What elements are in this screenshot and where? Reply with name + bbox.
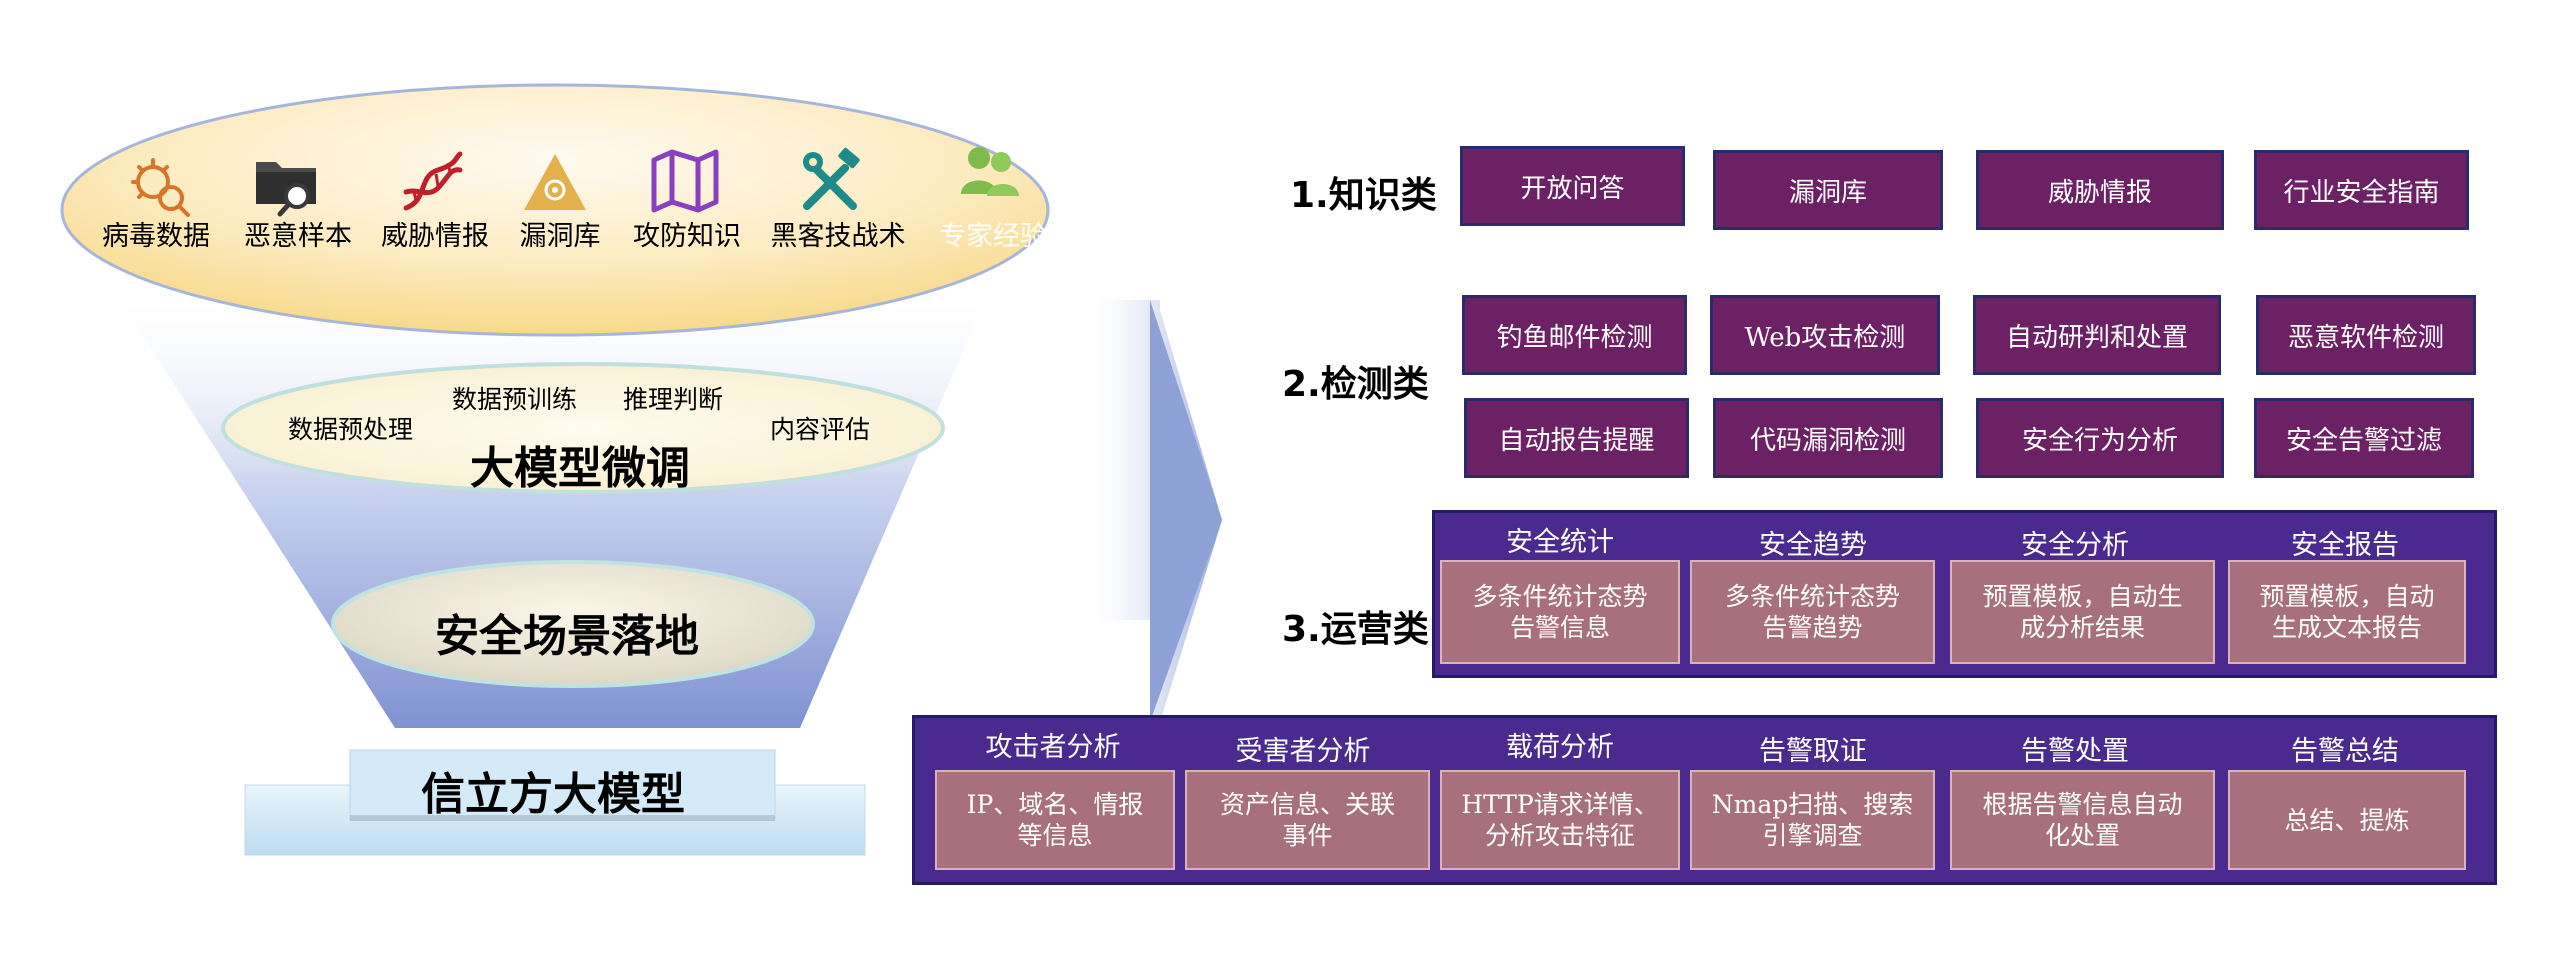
analysis-box-summary: 总结、提炼 (2228, 770, 2466, 870)
detection-item-auto-report: 自动报告提醒 (1464, 398, 1689, 478)
step-content-eval: 内容评估 (770, 415, 871, 444)
analysis-box-attacker: IP、域名、情报等信息 (935, 770, 1175, 870)
analysis-box-forensics-line2: 引擎调查 (1762, 821, 1863, 850)
ops-box-stats-line1: 多条件统计态势 (1472, 582, 1648, 611)
knowledge-item-threat-intel: 威胁情报 (1976, 150, 2224, 230)
ops-box-report: 预置模板，自动生成文本报告 (2228, 560, 2466, 664)
base-model-title: 信立方大模型 (421, 769, 685, 820)
ops-col-title-trend: 安全趋势 (1759, 530, 1867, 561)
analysis-col-title-summary: 告警总结 (2291, 736, 2399, 767)
virus-magnifier-icon (131, 158, 190, 217)
ops-box-stats: 多条件统计态势告警信息 (1440, 560, 1680, 664)
analysis-box-disposal-line2: 化处置 (2044, 821, 2120, 850)
analysis-box-attacker-line1: IP、域名、情报 (966, 790, 1144, 819)
knowledge-item-vuln-db: 漏洞库 (1713, 150, 1943, 230)
analysis-box-payload: HTTP请求详情、分析攻击特征 (1440, 770, 1680, 870)
source-label-expert-exp: 专家经验 (939, 221, 1047, 252)
users-icon (961, 147, 1019, 196)
ops-box-trend: 多条件统计态势告警趋势 (1690, 560, 1935, 664)
analysis-col-title-payload: 载荷分析 (1506, 732, 1614, 763)
ops-box-analysis: 预置模板，自动生成分析结果 (1950, 560, 2215, 664)
source-label-threat-intel: 威胁情报 (381, 221, 489, 252)
source-label-malware-samples: 恶意样本 (244, 221, 352, 252)
finetune-title: 大模型微调 (470, 443, 690, 494)
analysis-box-disposal: 根据告警信息自动化处置 (1950, 770, 2215, 870)
analysis-box-summary-line1: 总结、提炼 (2284, 805, 2410, 835)
category-label-knowledge: 1.知识类 (1290, 175, 1437, 216)
analysis-box-victim-line2: 事件 (1282, 821, 1333, 850)
analysis-box-forensics-line1: Nmap扫描、搜索 (1711, 790, 1914, 819)
ops-col-title-report: 安全报告 (2291, 530, 2399, 561)
knowledge-item-open-qa: 开放问答 (1460, 146, 1685, 226)
analysis-box-payload-line2: 分析攻击特征 (1484, 821, 1635, 850)
source-label-hacker-ttp: 黑客技战术 (770, 221, 906, 252)
ops-col-title-stats: 安全统计 (1506, 527, 1614, 558)
ops-box-stats-line2: 告警信息 (1509, 613, 1610, 642)
step-data-pretrain: 数据预训练 (452, 385, 578, 414)
ops-box-analysis-line2: 成分析结果 (2019, 613, 2145, 642)
ops-box-trend-line1: 多条件统计态势 (1724, 582, 1900, 611)
analysis-box-forensics: Nmap扫描、搜索引擎调查 (1690, 770, 1935, 870)
source-label-virus-data: 病毒数据 (102, 221, 210, 252)
analysis-col-title-forensics: 告警取证 (1759, 736, 1867, 767)
analysis-col-title-attacker: 攻击者分析 (985, 732, 1121, 763)
analysis-box-disposal-line1: 根据告警信息自动 (1982, 790, 2183, 819)
analysis-box-attacker-line2: 等信息 (1017, 821, 1093, 850)
ops-col-title-analysis: 安全分析 (2021, 530, 2129, 561)
detection-item-alert-filter: 安全告警过滤 (2254, 398, 2474, 478)
detection-item-web-attack: Web攻击检测 (1710, 295, 1940, 375)
analysis-col-title-disposal: 告警处置 (2021, 736, 2129, 767)
source-label-vuln-db: 漏洞库 (519, 221, 601, 252)
analysis-box-payload-line1: HTTP请求详情、 (1461, 790, 1659, 819)
detection-item-phishing: 钓鱼邮件检测 (1462, 295, 1687, 375)
detection-item-code-vuln: 代码漏洞检测 (1713, 398, 1943, 478)
step-data-preprocess: 数据预处理 (288, 415, 414, 444)
map-icon (651, 149, 719, 213)
folder-search-icon (256, 162, 316, 217)
category-label-detection: 2.检测类 (1282, 364, 1429, 405)
source-label-attack-defense: 攻防知识 (633, 221, 741, 252)
biohazard-icon (524, 154, 586, 210)
landing-title: 安全场景落地 (435, 611, 699, 662)
ops-box-analysis-line1: 预置模板，自动生 (1982, 582, 2183, 611)
category-label-operations: 3.运营类 (1282, 609, 1429, 650)
knowledge-item-industry-guide: 行业安全指南 (2254, 150, 2469, 230)
ops-box-trend-line2: 告警趋势 (1762, 613, 1863, 642)
analysis-box-victim: 资产信息、关联事件 (1185, 770, 1430, 870)
analysis-box-victim-line1: 资产信息、关联 (1219, 790, 1395, 819)
ops-box-report-line1: 预置模板，自动 (2259, 582, 2435, 611)
detection-item-malware: 恶意软件检测 (2256, 295, 2476, 375)
detection-item-behavior: 安全行为分析 (1976, 398, 2224, 478)
step-reasoning: 推理判断 (623, 385, 724, 414)
dna-icon (403, 151, 463, 211)
analysis-col-title-victim: 受害者分析 (1235, 736, 1371, 767)
tools-icon (803, 147, 860, 210)
ops-box-report-line2: 生成文本报告 (2271, 613, 2422, 642)
detection-item-auto-triage: 自动研判和处置 (1973, 295, 2221, 375)
